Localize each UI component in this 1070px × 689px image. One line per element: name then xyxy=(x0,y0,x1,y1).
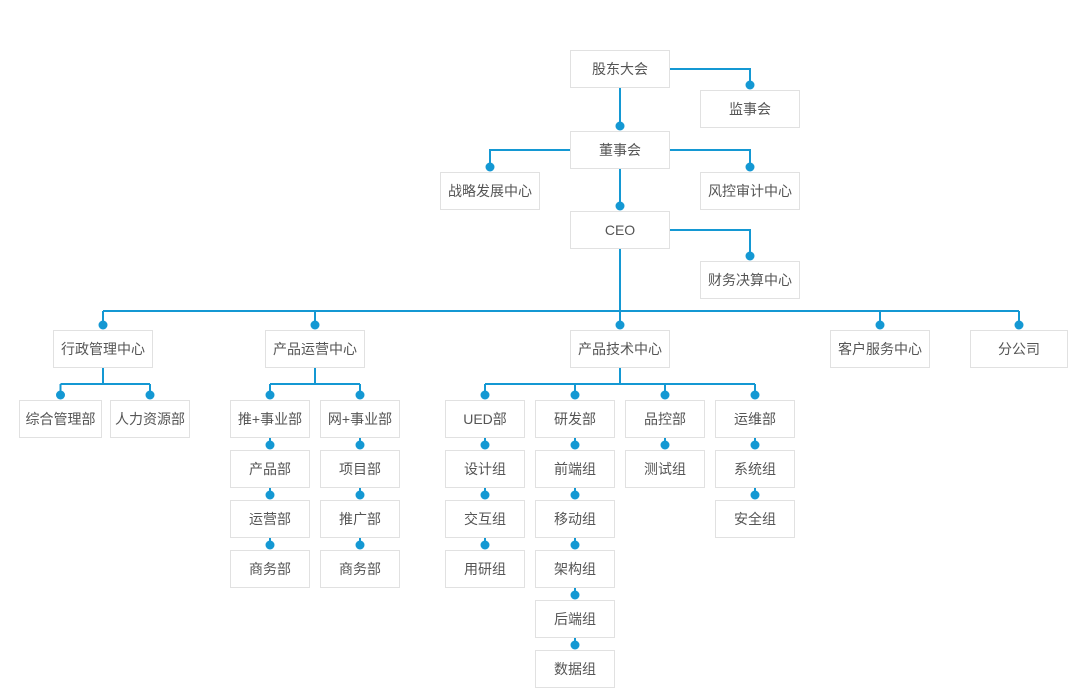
org-node-product_ops: 产品运营中心 xyxy=(265,330,365,368)
org-node-tuiguang: 推广部 xyxy=(320,500,400,538)
org-node-tui_bu: 推+事业部 xyxy=(230,400,310,438)
org-node-label: 运维部 xyxy=(734,411,776,427)
org-node-label: 用研组 xyxy=(464,561,506,577)
org-node-yidong: 移动组 xyxy=(535,500,615,538)
org-node-jiaohu: 交互组 xyxy=(445,500,525,538)
org-node-label: 推+事业部 xyxy=(237,411,303,427)
org-node-strategy: 战略发展中心 xyxy=(440,172,540,210)
org-node-qianduan: 前端组 xyxy=(535,450,615,488)
org-node-customer_service: 客户服务中心 xyxy=(830,330,930,368)
org-node-label: 商务部 xyxy=(249,561,291,577)
org-node-supervisory: 监事会 xyxy=(700,90,800,128)
org-node-label: 运营部 xyxy=(249,511,291,527)
org-node-houduan: 后端组 xyxy=(535,600,615,638)
org-node-label: 交互组 xyxy=(464,511,506,527)
org-node-label: 综合管理部 xyxy=(25,411,96,427)
org-node-label: CEO xyxy=(604,222,636,238)
org-node-label: 网+事业部 xyxy=(327,411,393,427)
org-node-label: 产品运营中心 xyxy=(273,341,357,357)
org-node-label: 股东大会 xyxy=(592,61,648,77)
org-node-yunying: 运营部 xyxy=(230,500,310,538)
org-node-label: 董事会 xyxy=(599,142,641,158)
org-node-label: 架构组 xyxy=(554,561,596,577)
org-node-branch: 分公司 xyxy=(970,330,1068,368)
org-node-shuju: 数据组 xyxy=(535,650,615,688)
org-node-yongyan: 用研组 xyxy=(445,550,525,588)
org-node-xitong: 系统组 xyxy=(715,450,795,488)
org-node-label: 财务决算中心 xyxy=(708,272,792,288)
org-node-shareholders: 股东大会 xyxy=(570,50,670,88)
org-node-label: 安全组 xyxy=(734,511,776,527)
org-node-label: 战略发展中心 xyxy=(448,183,532,199)
org-node-label: 前端组 xyxy=(554,461,596,477)
org-node-xiangmu: 项目部 xyxy=(320,450,400,488)
org-node-om: 运维部 xyxy=(715,400,795,438)
org-node-chanpin: 产品部 xyxy=(230,450,310,488)
org-node-label: 数据组 xyxy=(554,661,596,677)
org-node-label: 测试组 xyxy=(644,461,686,477)
org-node-shangwu_tui: 商务部 xyxy=(230,550,310,588)
org-node-ceo: CEO xyxy=(570,211,670,249)
org-node-label: 商务部 xyxy=(339,561,381,577)
org-node-ceshi: 测试组 xyxy=(625,450,705,488)
org-node-label: 系统组 xyxy=(734,461,776,477)
org-node-label: 产品部 xyxy=(249,461,291,477)
org-node-label: 后端组 xyxy=(554,611,596,627)
org-node-label: 人力资源部 xyxy=(115,411,185,427)
org-node-qc: 品控部 xyxy=(625,400,705,438)
org-node-jiagou: 架构组 xyxy=(535,550,615,588)
org-node-hr: 人力资源部 xyxy=(110,400,190,438)
org-node-sheji: 设计组 xyxy=(445,450,525,488)
org-node-label: 研发部 xyxy=(554,411,596,427)
org-node-general_mgmt: 综合管理部 xyxy=(19,400,102,438)
org-node-label: 品控部 xyxy=(644,411,686,427)
org-node-ued: UED部 xyxy=(445,400,525,438)
org-node-label: 分公司 xyxy=(998,341,1040,357)
org-node-finance: 财务决算中心 xyxy=(700,261,800,299)
org-node-label: 推广部 xyxy=(339,511,381,527)
org-node-label: 风控审计中心 xyxy=(708,183,792,199)
org-node-label: 设计组 xyxy=(464,461,506,477)
org-node-rd: 研发部 xyxy=(535,400,615,438)
org-node-anquan: 安全组 xyxy=(715,500,795,538)
org-node-product_tech: 产品技术中心 xyxy=(570,330,670,368)
org-node-label: 项目部 xyxy=(339,461,381,477)
org-node-label: 客户服务中心 xyxy=(838,341,922,357)
org-node-label: 行政管理中心 xyxy=(61,341,145,357)
org-node-label: 移动组 xyxy=(554,511,596,527)
org-node-shangwu_wang: 商务部 xyxy=(320,550,400,588)
org-node-board: 董事会 xyxy=(570,131,670,169)
org-node-risk_audit: 风控审计中心 xyxy=(700,172,800,210)
org-node-label: 监事会 xyxy=(729,101,771,117)
org-node-admin: 行政管理中心 xyxy=(53,330,153,368)
org-node-label: UED部 xyxy=(463,411,507,427)
org-node-label: 产品技术中心 xyxy=(578,341,662,357)
org-node-wang_bu: 网+事业部 xyxy=(320,400,400,438)
